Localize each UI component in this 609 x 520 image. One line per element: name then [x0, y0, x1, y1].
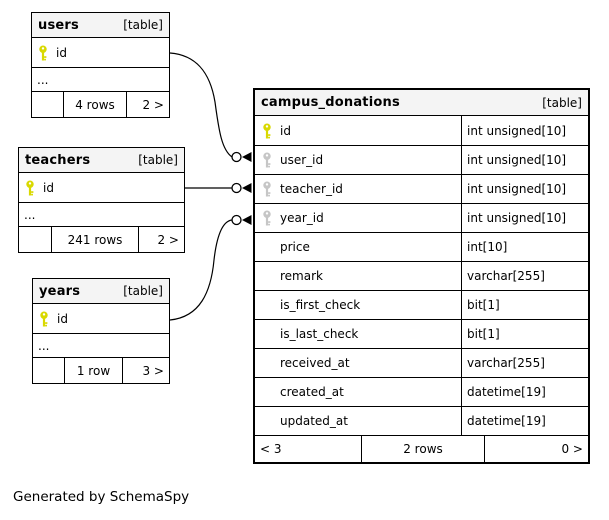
table-tag-label: [table]: [542, 95, 582, 110]
column-name-label: id: [43, 180, 54, 195]
table-tag-label: [table]: [123, 18, 163, 32]
footer-rows-cell: 1 row: [64, 358, 122, 383]
columns-ellipsis: ...: [32, 67, 169, 91]
column-type-label: varchar[255]: [467, 356, 545, 370]
connector-circle-endpoint: [231, 182, 242, 194]
footer-children-cell: 2 >: [138, 227, 184, 252]
column-name-label: teacher_id: [280, 182, 343, 196]
column-name-label: id: [56, 45, 67, 60]
column-row-year-id: year_id int unsigned[10]: [255, 203, 588, 232]
table-header: teachers [table]: [19, 148, 184, 173]
table-header: campus_donations [table]: [255, 90, 588, 116]
column-type-label: int unsigned[10]: [467, 123, 567, 138]
column-row-user-id: user_id int unsigned[10]: [255, 145, 588, 174]
primary-key-icon: [26, 180, 34, 195]
table-campus-donations[interactable]: campus_donations [table] id int unsigned…: [253, 88, 590, 464]
footer-parents-cell: < 3: [260, 442, 282, 456]
footer-parents-cell: [32, 92, 63, 117]
table-footer: 4 rows 2 >: [32, 91, 169, 117]
table-header: years [table]: [33, 279, 169, 304]
column-name-label: updated_at: [280, 414, 348, 428]
column-row-updated-at: updated_at datetime[19]: [255, 406, 588, 435]
connector-circle-endpoint: [231, 151, 242, 163]
generated-by-note: Generated by SchemaSpy: [13, 489, 190, 505]
table-footer: 1 row 3 >: [33, 357, 169, 383]
table-users[interactable]: users [table] id ... 4 rows 2 >: [31, 12, 170, 118]
connector-arrowhead-icon: [242, 183, 252, 193]
primary-key-icon: [263, 123, 271, 138]
column-row-is-first-check: is_first_check bit[1]: [255, 290, 588, 319]
column-name-label: received_at: [280, 356, 350, 370]
table-name-label: years: [39, 283, 81, 299]
column-row-price: price int[10]: [255, 232, 588, 261]
table-header: users [table]: [32, 13, 169, 38]
column-row-teacher-id: teacher_id int unsigned[10]: [255, 174, 588, 203]
footer-parents-cell: [19, 227, 51, 252]
footer-children-cell: 3 >: [122, 358, 169, 383]
foreign-key-icon: [263, 181, 271, 197]
column-type-label: int unsigned[10]: [467, 182, 567, 196]
table-footer: 241 rows 2 >: [19, 226, 184, 252]
connector-arrowhead-icon: [242, 215, 252, 225]
column-name-label: is_first_check: [280, 298, 361, 312]
columns-ellipsis: ...: [19, 202, 184, 226]
column-type-label: int unsigned[10]: [467, 211, 567, 225]
column-row-id: id: [32, 38, 169, 67]
primary-key-icon: [40, 311, 48, 326]
connector-teachers-to-teacher-id: [185, 182, 252, 194]
table-teachers[interactable]: teachers [table] id ... 241 rows 2 >: [18, 147, 185, 253]
column-row-remark: remark varchar[255]: [255, 261, 588, 290]
connector-arrowhead-icon: [242, 152, 252, 162]
column-row-is-last-check: is_last_check bit[1]: [255, 319, 588, 348]
column-row-id: id: [19, 173, 184, 202]
column-name-label: year_id: [280, 211, 324, 225]
column-name-label: id: [57, 311, 68, 326]
column-type-label: datetime[19]: [467, 385, 546, 399]
table-name-label: campus_donations: [261, 95, 400, 110]
column-name-label: id: [280, 123, 291, 138]
column-row-created-at: created_at datetime[19]: [255, 377, 588, 406]
table-tag-label: [table]: [138, 153, 178, 167]
column-type-label: datetime[19]: [467, 414, 546, 428]
table-tag-label: [table]: [123, 284, 163, 298]
connector-circle-endpoint: [231, 214, 242, 226]
footer-parents-cell: [33, 358, 64, 383]
column-name-label: user_id: [280, 153, 324, 167]
footer-children-cell: 2 >: [126, 92, 169, 117]
table-footer: < 3 2 rows 0 >: [255, 435, 588, 462]
foreign-key-icon: [263, 210, 271, 226]
column-type-label: bit[1]: [467, 327, 500, 341]
columns-ellipsis: ...: [33, 333, 169, 357]
column-name-label: is_last_check: [280, 327, 359, 341]
table-name-label: teachers: [25, 152, 91, 168]
footer-rows-cell: 241 rows: [51, 227, 138, 252]
column-type-label: varchar[255]: [467, 269, 545, 283]
footer-rows-cell: 2 rows: [361, 436, 484, 462]
column-name-label: remark: [280, 269, 323, 283]
table-years[interactable]: years [table] id ... 1 row 3 >: [32, 278, 170, 384]
column-row-id: id int unsigned[10]: [255, 116, 588, 145]
footer-children-cell: 0 >: [484, 436, 588, 462]
column-name-label: created_at: [280, 385, 344, 399]
primary-key-icon: [39, 45, 47, 60]
column-type-label: int[10]: [467, 240, 508, 254]
table-name-label: users: [38, 17, 79, 33]
footer-rows-cell: 4 rows: [63, 92, 126, 117]
column-type-label: int unsigned[10]: [467, 153, 567, 167]
column-type-label: bit[1]: [467, 298, 500, 312]
column-row-received-at: received_at varchar[255]: [255, 348, 588, 377]
column-row-id: id: [33, 304, 169, 333]
column-name-label: price: [280, 240, 310, 254]
connector-users-to-user-id: [169, 52, 252, 163]
foreign-key-icon: [263, 152, 271, 168]
